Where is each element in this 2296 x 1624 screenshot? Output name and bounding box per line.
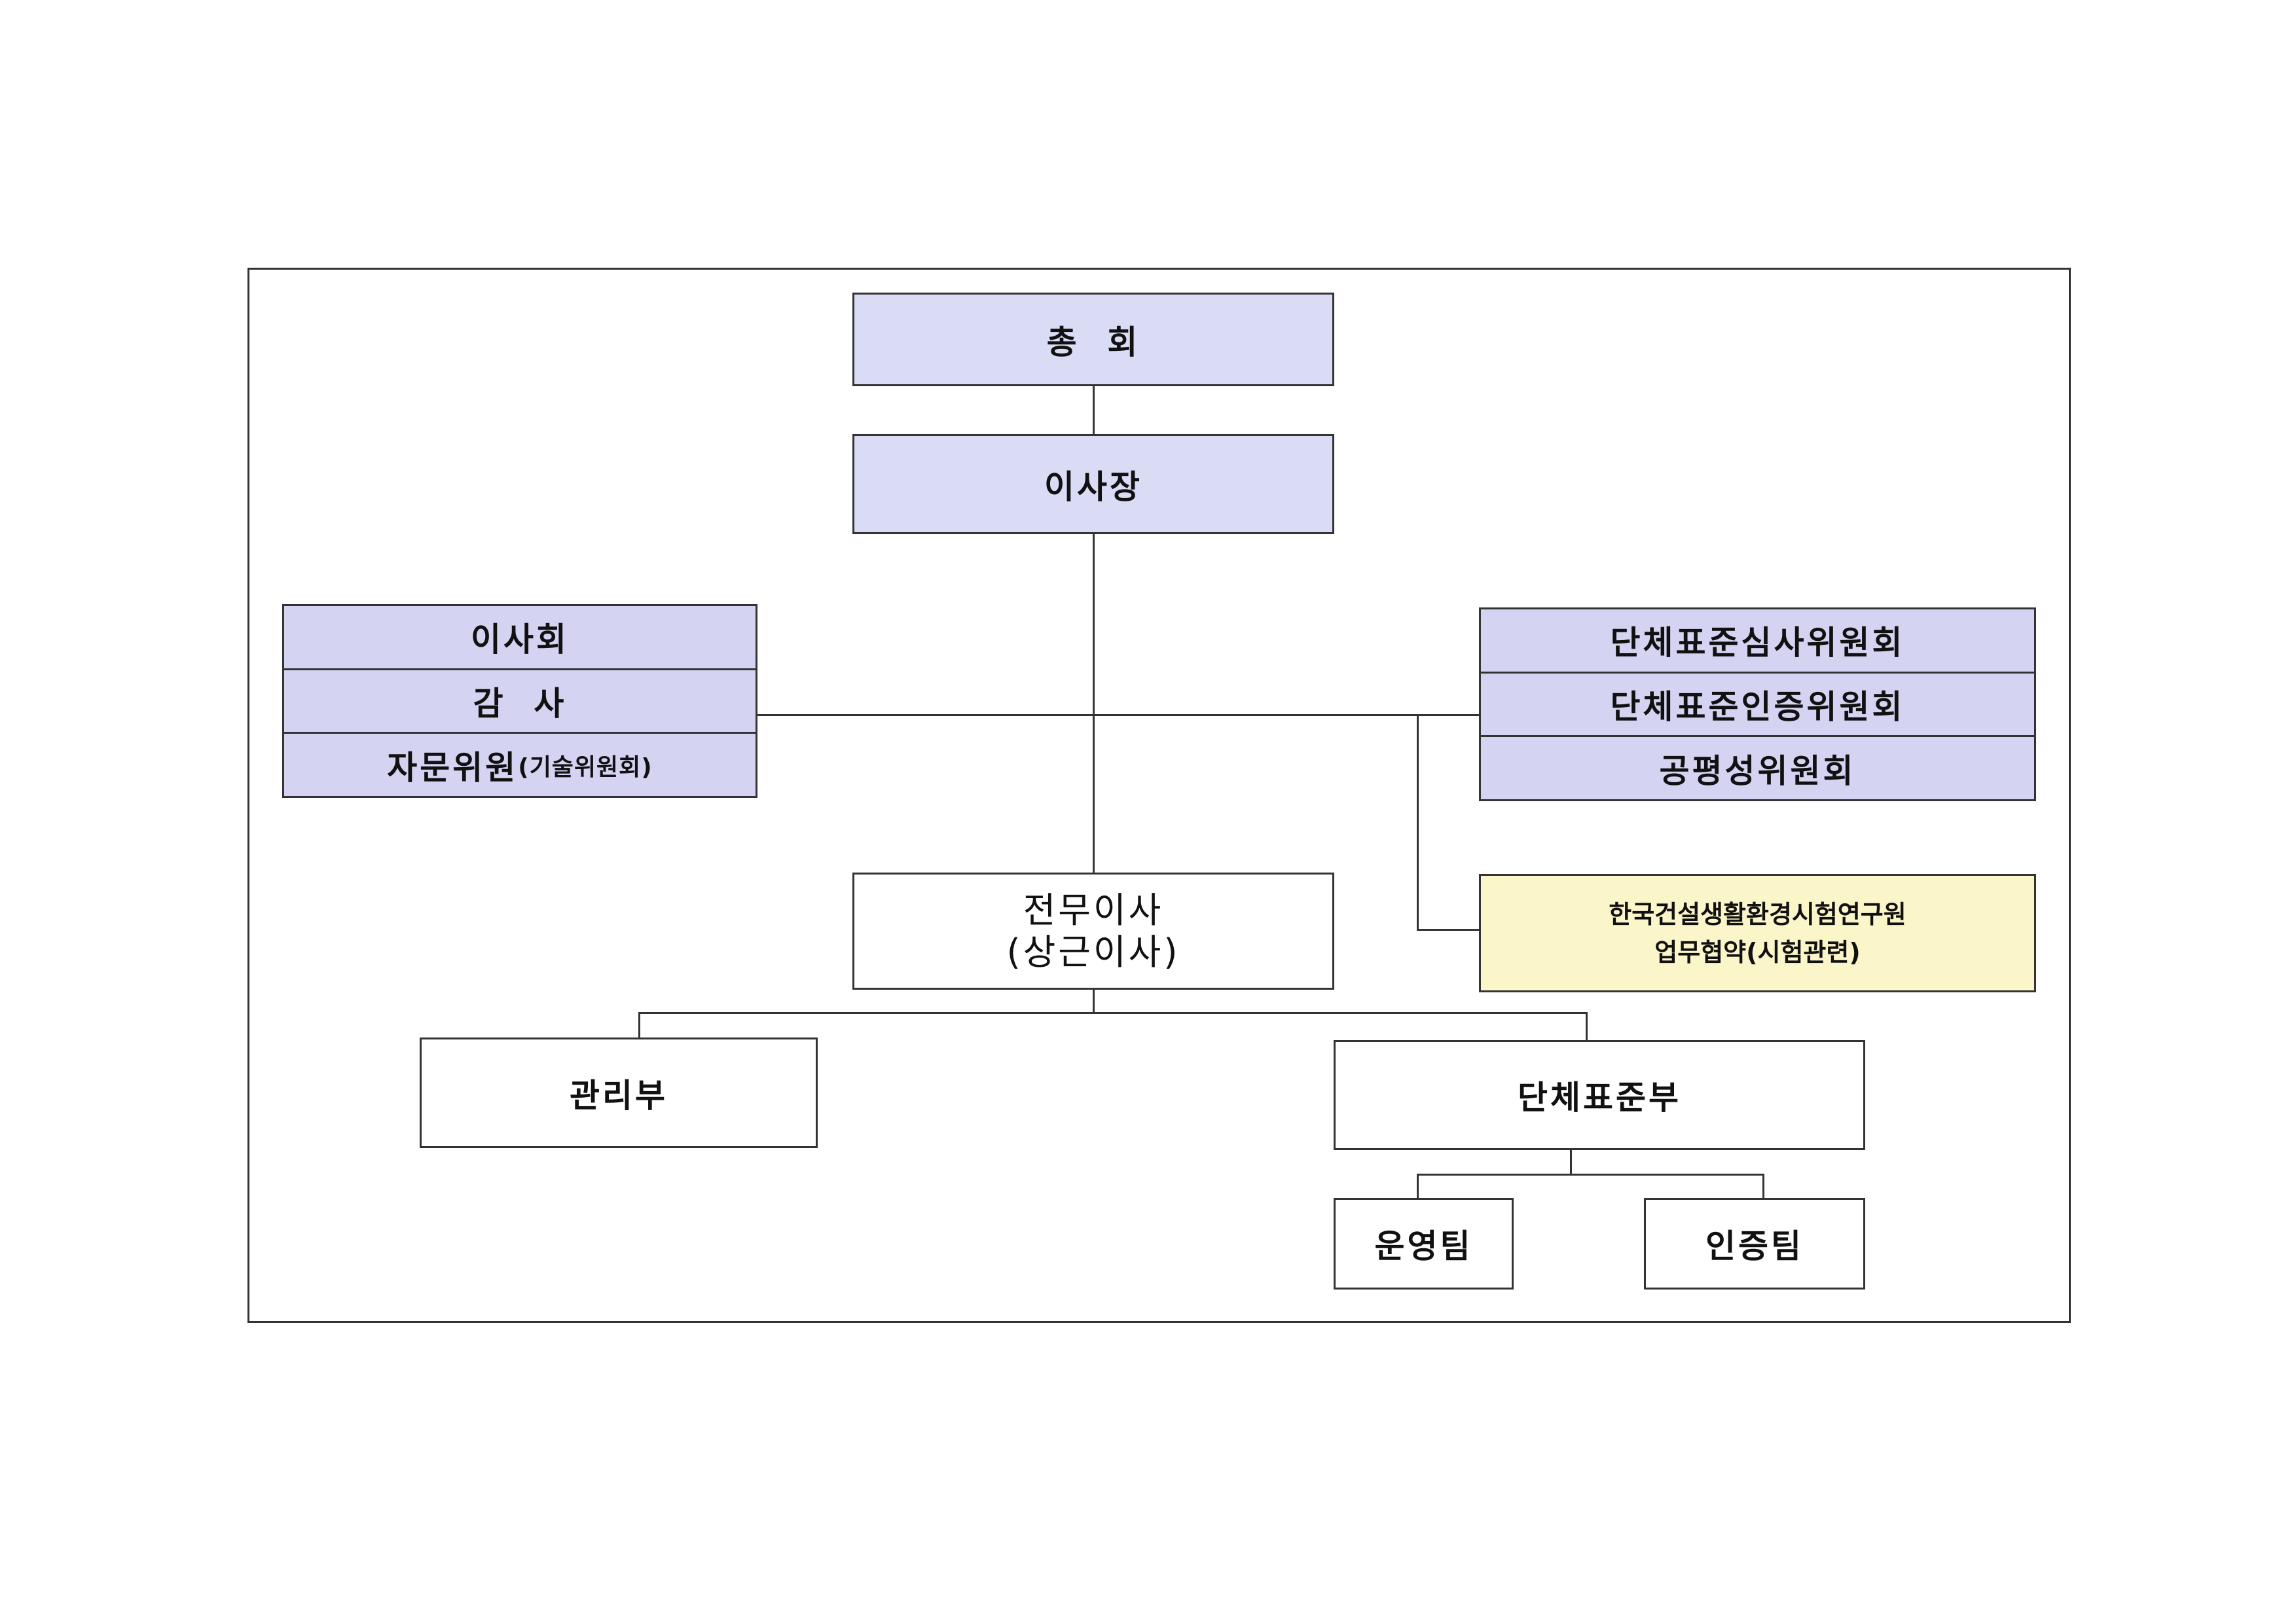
managing-director-box: 전무이사 (상근이사) — [852, 873, 1334, 990]
committee-stack: 단체표준심사위원회 단체표준인증위원회 공평성위원회 — [1479, 607, 2036, 801]
committee-label: 단체표준심사위원회 — [1610, 624, 1905, 662]
connector — [1586, 1012, 1588, 1041]
standards-certification-committee: 단체표준인증위원회 — [1481, 671, 2034, 736]
advisory-sub-label: (기술위원회) — [518, 753, 653, 781]
advisory-label: 자문위원 — [387, 748, 519, 787]
connector — [1417, 714, 1419, 931]
operations-team-box: 운영팀 — [1334, 1198, 1514, 1290]
connector — [757, 714, 1479, 716]
managing-director-sub-label: (상근이사) — [1006, 931, 1180, 973]
standards-review-committee: 단체표준심사위원회 — [1481, 609, 2034, 672]
connector — [638, 1012, 640, 1038]
general-assembly-box: 총 회 — [852, 293, 1334, 386]
chairman-label: 이사장 — [1044, 467, 1142, 506]
connector — [638, 1012, 1588, 1014]
org-chart-frame — [247, 268, 2071, 1323]
impartiality-committee: 공평성위원회 — [1481, 735, 2034, 799]
connector — [1570, 1149, 1572, 1175]
board-of-directors: 이사회 — [284, 606, 756, 668]
committee-label: 공평성위원회 — [1659, 751, 1856, 790]
certification-team-box: 인증팀 — [1644, 1198, 1865, 1290]
certification-team-label: 인증팀 — [1705, 1227, 1804, 1265]
managing-director-label: 전무이사 — [1023, 889, 1164, 931]
operations-team-label: 운영팀 — [1374, 1227, 1473, 1265]
connector — [1762, 1174, 1764, 1199]
board-stack: 이사회 감 사 자문위원(기술위원회) — [282, 604, 757, 798]
admin-dept-box: 관리부 — [420, 1038, 818, 1148]
admin-dept-label: 관리부 — [570, 1076, 668, 1115]
advisory-committee: 자문위원(기술위원회) — [284, 732, 756, 796]
auditor-label: 감 사 — [473, 685, 567, 723]
connector — [1417, 1174, 1419, 1199]
general-assembly-label: 총 회 — [1046, 323, 1140, 361]
partner-agreement-box: 한국건설생활환경시험연구원 업무협약(시험관련) — [1479, 874, 2036, 992]
connector — [1417, 1174, 1764, 1176]
connector — [1417, 929, 1479, 931]
board-label: 이사회 — [471, 621, 569, 659]
connector — [1093, 386, 1095, 1013]
partner-agreement: 업무협약(시험관련) — [1654, 937, 1861, 967]
standards-dept-label: 단체표준부 — [1518, 1079, 1681, 1117]
chairman-box: 이사장 — [852, 434, 1334, 534]
standards-dept-box: 단체표준부 — [1334, 1040, 1865, 1150]
auditor: 감 사 — [284, 668, 756, 732]
partner-name: 한국건설생활환경시험연구원 — [1609, 899, 1906, 929]
committee-label: 단체표준인증위원회 — [1610, 688, 1905, 726]
